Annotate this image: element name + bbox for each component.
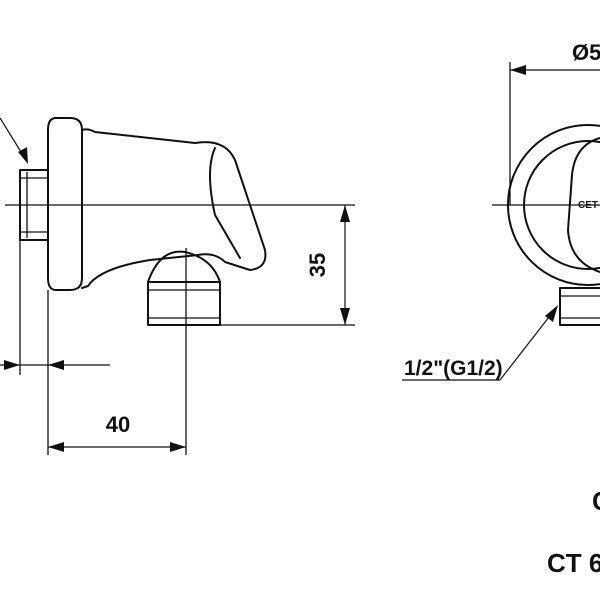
brand-logo: CET <box>578 200 598 211</box>
dim-height-label: 35 <box>305 253 330 277</box>
thread-fraction: 1/2" <box>404 357 443 380</box>
model-code-line1: C <box>592 486 600 516</box>
thread-size-label: 1/2"(G1/2) <box>404 357 503 380</box>
elbow-body <box>81 128 267 289</box>
dim-diameter-label: Ø5 <box>572 40 600 65</box>
front-view: CET Ø5 1/2"(G1/2) C CT 6 <box>402 40 600 578</box>
wall-flange <box>47 117 83 291</box>
outlet-dome <box>147 250 221 283</box>
model-code-line2: CT 6 <box>547 548 600 578</box>
thread-gspec: (G1/2) <box>443 357 503 380</box>
side-view: 40 35 <box>0 117 355 455</box>
dim-width-label: 40 <box>106 412 130 437</box>
body-outline <box>567 137 600 273</box>
